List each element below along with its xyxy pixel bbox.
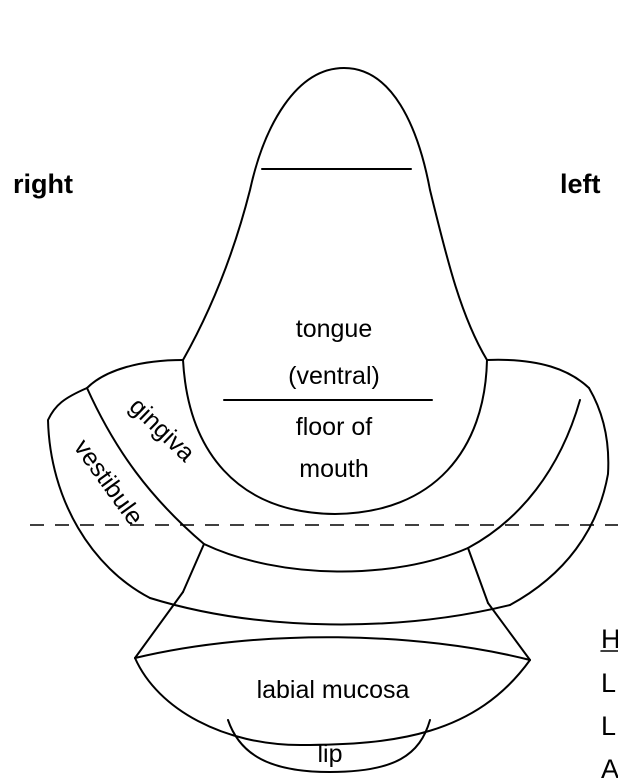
labial-mucosa-outline [135, 592, 530, 660]
vestibule-lower-arc [150, 598, 510, 624]
label-mouth: mouth [299, 455, 368, 483]
label-right: right [13, 169, 73, 199]
label-floor-of: floor of [296, 413, 372, 441]
cut-off-text-2: L [601, 668, 616, 698]
cut-off-text-3: L [601, 711, 616, 741]
vestibule-left-cut [183, 544, 204, 592]
label-lip: lip [317, 740, 342, 768]
vestibule-right-cut [468, 548, 488, 603]
label-tongue: tongue [296, 315, 372, 343]
label-vestibule: vestibule [68, 434, 149, 530]
cut-off-text-4: A [601, 754, 618, 781]
vestibule-outer-arc-right [510, 388, 608, 605]
labial-mucosa-top-arc [135, 637, 530, 660]
gingiva-outer-arc-right [487, 360, 589, 388]
label-left: left [560, 169, 601, 199]
label-tongue-ventral: (ventral) [288, 362, 380, 390]
gingiva-outer-arc [87, 360, 183, 388]
cut-off-text-1: H [601, 624, 618, 654]
label-labial-mucosa: labial mucosa [257, 676, 410, 704]
